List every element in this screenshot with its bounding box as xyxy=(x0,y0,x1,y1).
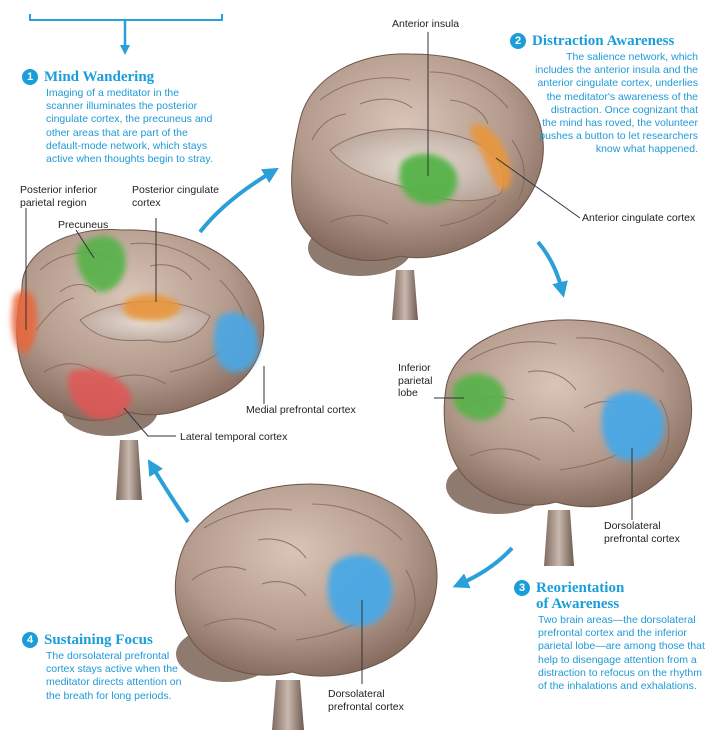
step-title: Distraction Awareness xyxy=(532,32,675,49)
inferior-parietal-region xyxy=(452,373,506,421)
leader-lines xyxy=(25,32,633,684)
step-number-badge: 2 xyxy=(510,33,526,49)
step-title: Sustaining Focus xyxy=(44,631,153,648)
step-3: 3 Reorientation of Awareness Two brain ar… xyxy=(514,580,712,693)
anterior-insula-region xyxy=(399,153,458,205)
label-inferior-parietal: Inferior parietal lobe xyxy=(398,362,433,399)
brain-medial-view xyxy=(11,229,265,500)
top-frame-line xyxy=(29,14,223,21)
step-number-badge: 1 xyxy=(22,69,38,85)
lateral-temporal-region xyxy=(68,369,132,420)
label-medial-prefrontal: Medial prefrontal cortex xyxy=(246,404,356,416)
step-title: Mind Wandering xyxy=(44,68,155,85)
label-anterior-insula: Anterior insula xyxy=(392,18,460,30)
label-precuneus: Precuneus xyxy=(58,219,109,231)
arrow-step4-to-step1 xyxy=(147,459,190,524)
label-dorsolateral-step3: Dorsolateral prefrontal cortex xyxy=(604,520,680,545)
step-number-badge: 4 xyxy=(22,632,38,648)
medial-prefrontal-region xyxy=(214,312,259,373)
step-1: 1 Mind Wandering Imaging of a meditator i… xyxy=(22,69,218,166)
anterior-cingulate-region xyxy=(470,124,512,191)
brain-insula-view xyxy=(291,53,544,320)
label-posterior-inferior-parietal: Posterior inferior parietal region xyxy=(20,184,98,209)
dorsolateral-region-3 xyxy=(601,391,665,461)
arrow-step2-to-step3 xyxy=(536,240,568,298)
label-lateral-temporal: Lateral temporal cortex xyxy=(180,431,288,443)
label-dorsolateral-step4: Dorsolateral prefrontal cortex xyxy=(328,688,404,713)
step-number-badge: 3 xyxy=(514,580,530,596)
step-title-line2: of Awareness xyxy=(536,596,620,612)
posterior-cingulate-region xyxy=(122,294,182,321)
label-anterior-cingulate: Anterior cingulate cortex xyxy=(582,212,696,224)
step-body: The dorsolateral prefrontal cortex stays… xyxy=(46,650,182,702)
posterior-inferior-parietal-region xyxy=(11,290,38,354)
label-posterior-cingulate: Posterior cingulate cortex xyxy=(132,184,219,209)
step-body: The salience network, which includes the… xyxy=(535,51,698,156)
arrow-step1-to-step2 xyxy=(198,167,279,234)
step-title: Reorientation xyxy=(536,579,625,596)
step-4: 4 Sustaining Focus The dorsolateral prefr… xyxy=(22,632,192,703)
step-body: Two brain areas—the dorsolateral prefron… xyxy=(538,614,705,693)
brain-lateral-view-right xyxy=(443,319,693,566)
dorsolateral-region-4 xyxy=(327,554,393,627)
step-2: 2 Distraction Awareness The salience netw… xyxy=(510,33,710,157)
arrow-step3-to-step4 xyxy=(452,546,514,589)
brain-lateral-view-bottom xyxy=(174,483,438,730)
step-body: Imaging of a meditator in the scanner il… xyxy=(46,87,213,166)
